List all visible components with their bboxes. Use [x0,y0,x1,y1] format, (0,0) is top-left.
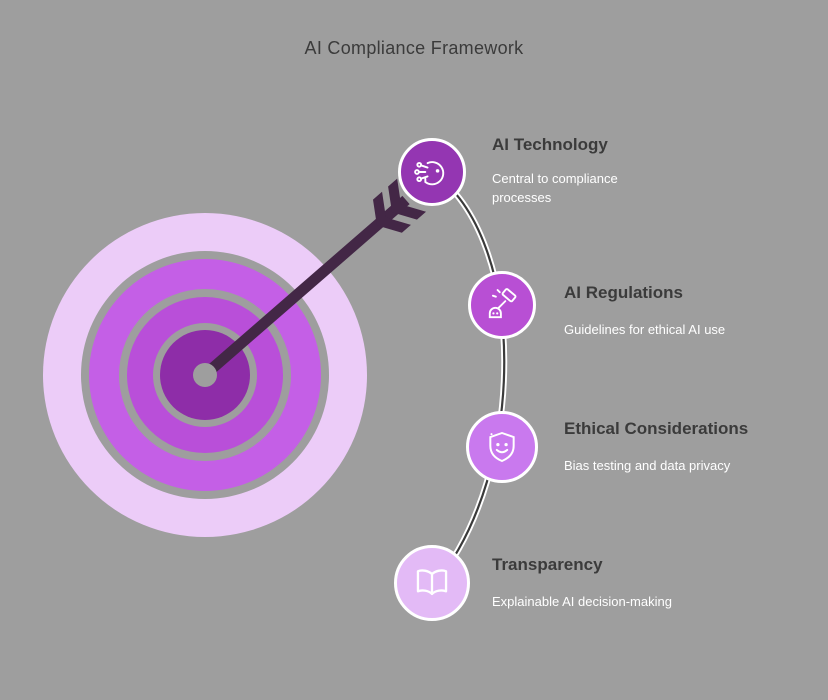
node-ai-technology [398,138,466,206]
ai-head-icon [414,161,445,186]
gavel-icon [488,288,517,319]
target-center-dot [193,363,217,387]
node-title-ethical-considerations: Ethical Considerations [564,419,749,438]
page-title: AI Compliance Framework [304,38,524,58]
node-ai-regulations [468,271,536,339]
node-transparency [394,545,470,621]
node-subtitle-ai-regulations: Guidelines for ethical AI use [564,322,726,337]
open-book-icon [416,569,448,596]
node-subtitle-transparency: Explainable AI decision-making [492,594,672,609]
node-title-ai-technology: AI Technology [492,135,608,154]
node-title-transparency: Transparency [492,555,603,574]
shield-smile-icon [489,431,515,463]
connector-curve [430,169,508,587]
node-ethical-considerations [466,411,538,483]
node-subtitle-ethical-considerations: Bias testing and data privacy [564,458,731,473]
node-title-ai-regulations: AI Regulations [564,283,684,302]
arrow [193,178,427,387]
node-subtitle-ai-technology: Central to compliance processes [492,171,618,205]
